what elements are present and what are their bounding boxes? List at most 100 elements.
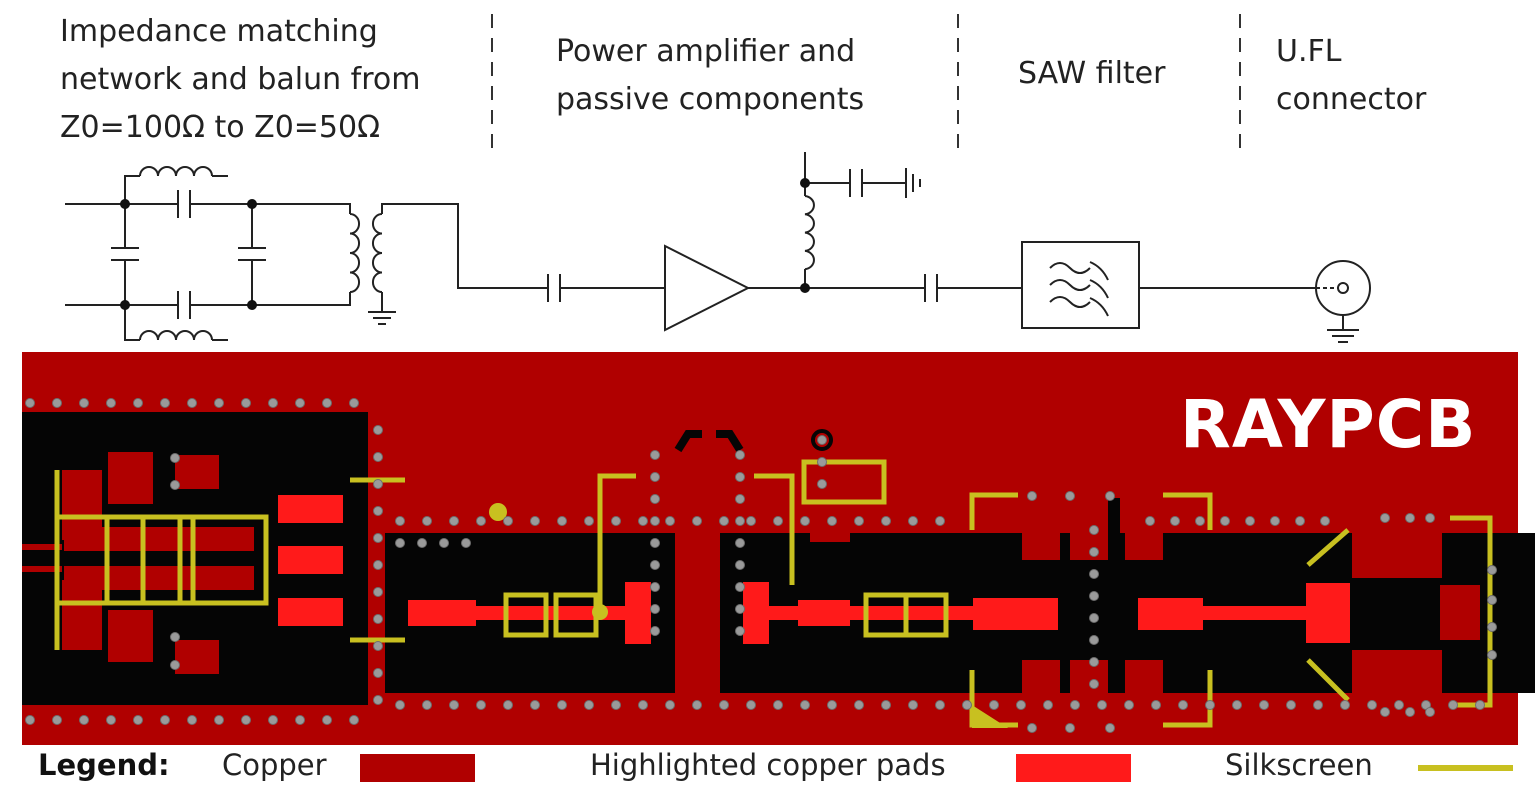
via bbox=[461, 538, 471, 548]
via bbox=[187, 398, 197, 408]
via bbox=[476, 516, 486, 526]
via bbox=[1089, 591, 1099, 601]
via bbox=[373, 560, 383, 570]
via bbox=[1065, 723, 1075, 733]
via bbox=[268, 715, 278, 725]
via bbox=[650, 494, 660, 504]
via bbox=[214, 715, 224, 725]
via bbox=[1245, 516, 1255, 526]
via bbox=[908, 516, 918, 526]
via bbox=[1487, 622, 1497, 632]
via bbox=[735, 450, 745, 460]
via bbox=[989, 700, 999, 710]
via bbox=[1394, 700, 1404, 710]
via bbox=[106, 398, 116, 408]
section-ufl-connector-label: U.FL connector bbox=[1276, 34, 1427, 117]
via bbox=[439, 538, 449, 548]
via bbox=[133, 398, 143, 408]
via bbox=[735, 538, 745, 548]
via bbox=[1195, 516, 1205, 526]
via bbox=[1232, 700, 1242, 710]
via bbox=[773, 516, 783, 526]
pcb-copper-pads bbox=[22, 452, 1480, 722]
via bbox=[1027, 723, 1037, 733]
legend-copper-label: Copper bbox=[222, 748, 327, 782]
legend-title: Legend: bbox=[38, 748, 170, 782]
legend-highlighted-pads-swatch bbox=[1016, 754, 1131, 782]
via bbox=[79, 715, 89, 725]
via bbox=[773, 700, 783, 710]
via bbox=[25, 715, 35, 725]
via bbox=[1089, 525, 1099, 535]
via bbox=[650, 582, 660, 592]
via bbox=[1425, 513, 1435, 523]
via bbox=[476, 700, 486, 710]
via bbox=[373, 695, 383, 705]
legend-silkscreen-label: Silkscreen bbox=[1225, 748, 1373, 782]
via bbox=[1105, 491, 1115, 501]
via bbox=[611, 700, 621, 710]
via bbox=[800, 700, 810, 710]
via bbox=[322, 715, 332, 725]
via bbox=[349, 398, 359, 408]
via bbox=[854, 700, 864, 710]
via bbox=[373, 587, 383, 597]
section-saw-filter-label: SAW filter bbox=[1018, 56, 1166, 91]
via bbox=[557, 700, 567, 710]
via bbox=[268, 398, 278, 408]
via bbox=[1270, 516, 1280, 526]
via bbox=[1151, 700, 1161, 710]
schematic-lines bbox=[65, 152, 1371, 343]
via bbox=[1295, 516, 1305, 526]
via bbox=[735, 516, 745, 526]
via bbox=[719, 700, 729, 710]
via bbox=[735, 582, 745, 592]
via bbox=[1487, 565, 1497, 575]
via bbox=[584, 516, 594, 526]
via bbox=[746, 516, 756, 526]
via bbox=[692, 700, 702, 710]
via bbox=[650, 538, 660, 548]
via bbox=[638, 516, 648, 526]
via bbox=[160, 715, 170, 725]
via bbox=[503, 700, 513, 710]
via bbox=[214, 398, 224, 408]
via bbox=[395, 538, 405, 548]
via bbox=[735, 604, 745, 614]
via bbox=[817, 457, 827, 467]
via bbox=[449, 700, 459, 710]
via bbox=[650, 472, 660, 482]
via bbox=[650, 604, 660, 614]
via bbox=[1170, 516, 1180, 526]
via bbox=[106, 715, 116, 725]
via bbox=[1487, 650, 1497, 660]
via bbox=[422, 516, 432, 526]
via bbox=[1475, 700, 1485, 710]
via bbox=[638, 700, 648, 710]
via bbox=[935, 700, 945, 710]
via bbox=[160, 398, 170, 408]
via bbox=[170, 453, 180, 463]
pcb-highlighted-pads bbox=[278, 495, 1350, 644]
via bbox=[373, 614, 383, 624]
via bbox=[1016, 700, 1026, 710]
via bbox=[322, 398, 332, 408]
via bbox=[373, 452, 383, 462]
via bbox=[827, 700, 837, 710]
via bbox=[665, 700, 675, 710]
via bbox=[52, 715, 62, 725]
via bbox=[1487, 595, 1497, 605]
via bbox=[1089, 679, 1099, 689]
via bbox=[395, 516, 405, 526]
via bbox=[241, 715, 251, 725]
legend-copper-swatch bbox=[360, 754, 475, 782]
via bbox=[735, 560, 745, 570]
schematic-junctions bbox=[120, 178, 810, 310]
via bbox=[373, 425, 383, 435]
via bbox=[800, 516, 810, 526]
via bbox=[1380, 707, 1390, 717]
via bbox=[719, 516, 729, 526]
via bbox=[1145, 516, 1155, 526]
